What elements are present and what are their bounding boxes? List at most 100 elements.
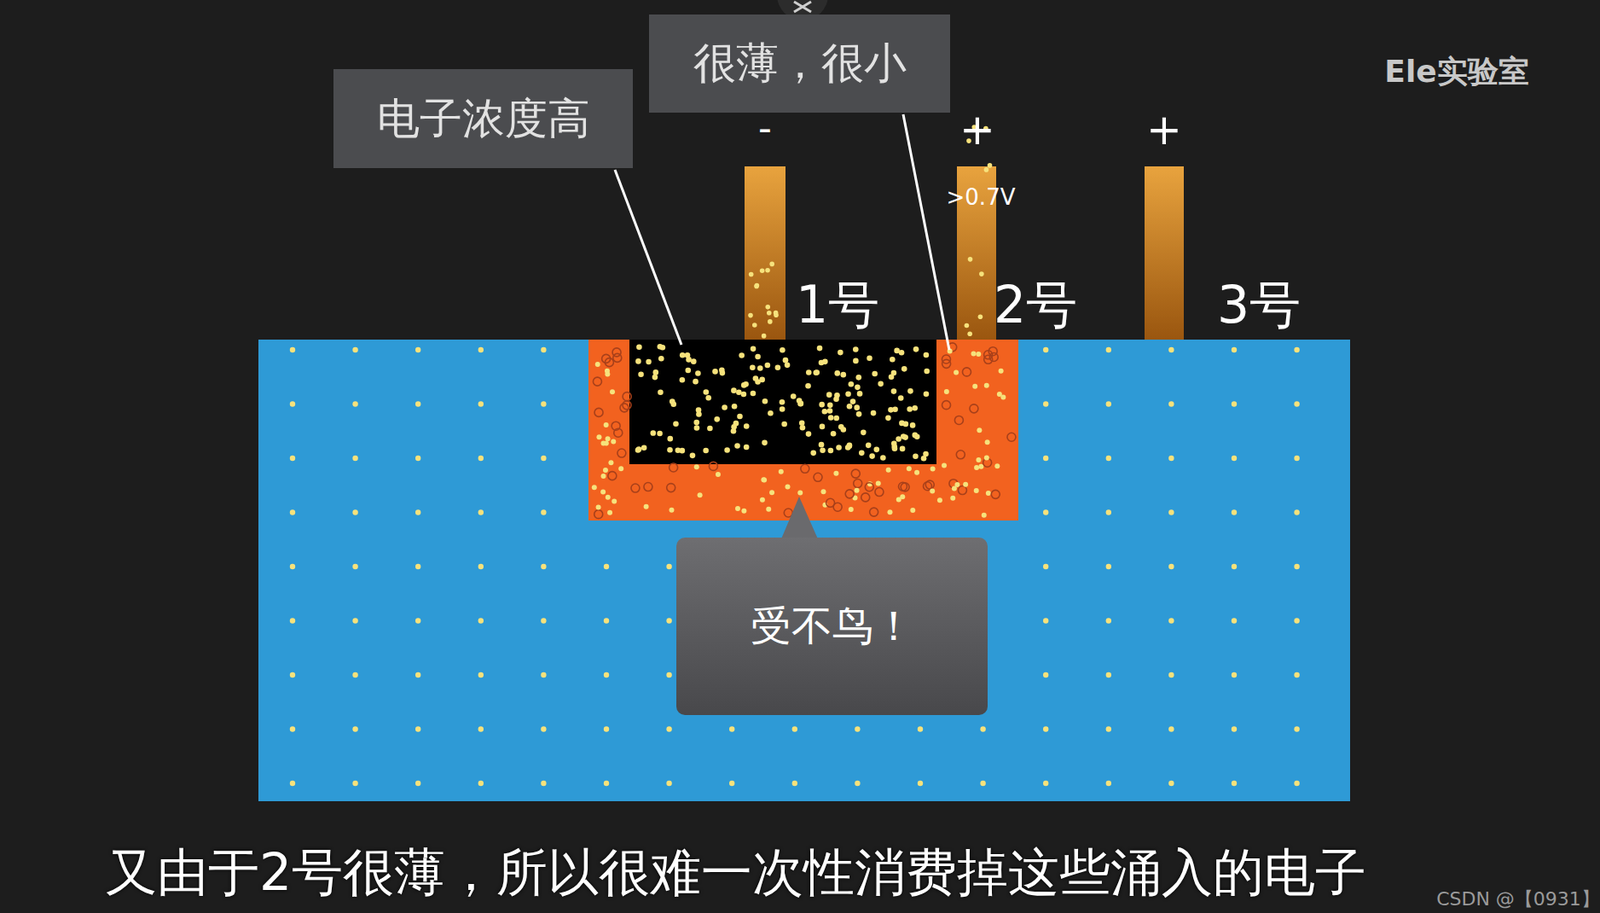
- carrier-dot: [900, 482, 910, 492]
- carrier-dot: [848, 506, 854, 512]
- carrier-dot: [692, 378, 699, 385]
- carrier-dot: [833, 415, 840, 422]
- carrier-dot: [805, 382, 812, 389]
- carrier-dot: [702, 447, 709, 454]
- carrier-dot: [750, 346, 757, 353]
- carrier-dot: [775, 364, 782, 371]
- carrier-dot: [759, 497, 766, 503]
- carrier-dot: [953, 370, 959, 376]
- carrier-dot: [736, 388, 743, 395]
- carrier-dot: [1231, 725, 1237, 731]
- carrier-dot: [800, 463, 810, 473]
- carrier-dot: [846, 442, 853, 449]
- carrier-dot: [893, 347, 900, 354]
- carrier-dot: [796, 397, 803, 404]
- carrier-dot: [797, 489, 803, 495]
- carrier-dot: [620, 403, 629, 412]
- carrier-dot: [762, 398, 769, 405]
- carrier-dot: [415, 617, 421, 623]
- carrier-dot: [707, 425, 714, 432]
- carrier-dot: [826, 391, 833, 398]
- carrier-dot: [972, 383, 978, 389]
- carrier-dot: [748, 272, 754, 278]
- carrier-dot: [352, 672, 358, 678]
- carrier-dot: [828, 447, 835, 454]
- carrier-dot: [988, 347, 998, 356]
- carrier-dot: [759, 267, 766, 273]
- carrier-dot: [352, 509, 358, 515]
- carrier-dot: [679, 447, 686, 454]
- carrier-dot: [767, 410, 774, 417]
- carrier-dot: [614, 428, 623, 437]
- carrier-dot: [761, 440, 768, 447]
- carrier-dot: [846, 403, 853, 410]
- carrier-dot: [641, 445, 648, 452]
- carrier-dot: [792, 725, 798, 731]
- polarity-sign: +: [1146, 108, 1183, 151]
- carrier-dot: [415, 455, 421, 461]
- carrier-dot: [679, 352, 686, 359]
- carrier-dot: [906, 465, 912, 471]
- carrier-dot: [833, 470, 839, 476]
- carrier-dot: [765, 362, 772, 369]
- carrier-dot: [672, 420, 679, 427]
- carrier-dot: [861, 492, 870, 502]
- carrier-dot: [769, 261, 775, 267]
- carrier-dot: [845, 489, 854, 499]
- carrier-dot: [984, 454, 990, 460]
- carrier-dot: [695, 411, 702, 418]
- carrier-dot: [352, 725, 358, 731]
- carrier-dot: [971, 351, 977, 357]
- carrier-dot: [738, 352, 745, 359]
- carrier-dot: [618, 465, 624, 471]
- carrier-dot: [984, 167, 990, 173]
- carrier-dot: [826, 498, 835, 507]
- carrier-dot: [685, 356, 692, 363]
- carrier-dot: [754, 353, 761, 360]
- carrier-dot: [600, 473, 606, 479]
- carrier-dot: [289, 509, 296, 515]
- carrier-dot: [967, 330, 973, 337]
- carrier-dot: [540, 400, 546, 406]
- carrier-dot: [1043, 400, 1049, 406]
- carrier-dot: [605, 435, 611, 441]
- depletion-region: [588, 339, 1019, 521]
- carrier-dot: [693, 419, 700, 426]
- callout-text: 受不鸟！: [750, 598, 915, 654]
- carrier-dot: [719, 370, 726, 377]
- carrier-dot: [643, 504, 650, 510]
- carrier-dot: [929, 487, 935, 493]
- carrier-dot: [666, 725, 672, 731]
- carrier-dot: [901, 365, 908, 372]
- carrier-dot: [852, 358, 859, 365]
- carrier-dot: [594, 407, 603, 417]
- carrier-dot: [888, 373, 895, 380]
- carrier-dot: [603, 440, 609, 446]
- carrier-dot: [637, 371, 644, 377]
- carrier-dot: [765, 506, 772, 512]
- carrier-dot: [813, 369, 820, 376]
- carrier-dot: [1168, 455, 1174, 461]
- carrier-dot: [666, 563, 672, 569]
- carrier-dot: [712, 368, 719, 375]
- carrier-dot: [917, 780, 923, 786]
- carrier-dot: [612, 347, 621, 357]
- carrier-dot: [840, 426, 847, 433]
- carrier-dot: [635, 358, 642, 365]
- carrier-dot: [898, 420, 905, 427]
- speech-bubble: 受不鸟！: [676, 537, 988, 715]
- carrier-dot: [540, 509, 546, 515]
- carrier-dot: [822, 408, 829, 415]
- carrier-dot: [669, 398, 676, 405]
- carrier-dot: [415, 509, 421, 515]
- carrier-dot: [660, 344, 667, 351]
- carrier-dot: [289, 563, 296, 569]
- carrier-dot: [743, 444, 750, 451]
- carrier-dot: [478, 563, 484, 569]
- carrier-dot: [799, 419, 806, 426]
- carrier-dot: [782, 357, 789, 364]
- carrier-dot: [779, 405, 786, 412]
- carrier-dot: [540, 617, 546, 623]
- carrier-dot: [854, 725, 860, 731]
